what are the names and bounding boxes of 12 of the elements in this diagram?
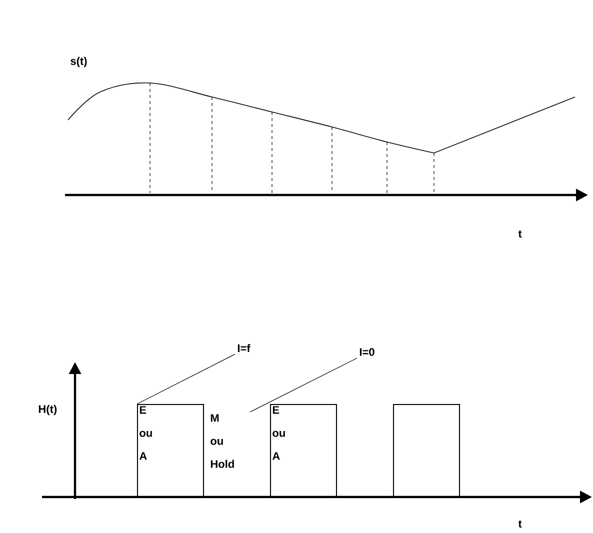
axis-label: t bbox=[518, 520, 522, 528]
current-label: I=0 bbox=[360, 348, 374, 356]
axis-label: s(t) bbox=[70, 56, 87, 68]
leader-line bbox=[250, 358, 358, 412]
pulse-box bbox=[393, 404, 460, 497]
current-label: I=f bbox=[238, 344, 250, 352]
pulse-label: M ou Hold bbox=[210, 414, 234, 468]
leader-line bbox=[136, 354, 236, 404]
pulse-box: E ou A bbox=[137, 404, 204, 497]
axis-label: H(t) bbox=[38, 404, 57, 416]
axis-label: t bbox=[518, 230, 522, 238]
pulse-box: E ou A bbox=[270, 404, 337, 497]
